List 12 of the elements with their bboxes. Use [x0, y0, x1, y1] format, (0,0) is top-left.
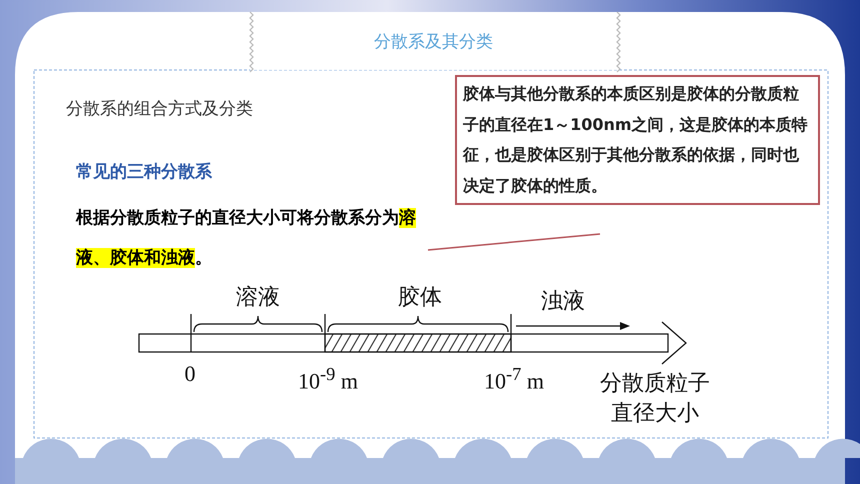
axis-label: 分散质粒子直径大小: [599, 369, 711, 427]
tick-label: 10$^{-7}$ m: [484, 363, 544, 394]
callout-box: 胶体与其他分散系的本质区别是胶体的分散质粒子的直径在1～100nm之间，这是胶体的本质特征，也是胶体区别于其他分散系的依据，同时也决定了胶体的性质。: [455, 75, 820, 205]
tick-label: 0: [184, 361, 196, 387]
leader-line: [428, 233, 600, 251]
range-label: 溶液: [236, 284, 280, 310]
tick-label: 10$^{-9}$ m: [298, 363, 358, 394]
title: 分散系及其分类: [373, 31, 494, 53]
subheading: 常见的三种分散系: [76, 161, 212, 183]
heading: 分散系的组合方式及分类: [66, 98, 253, 120]
range-label: 胶体: [398, 284, 442, 310]
range-label: 浊液: [541, 288, 585, 314]
